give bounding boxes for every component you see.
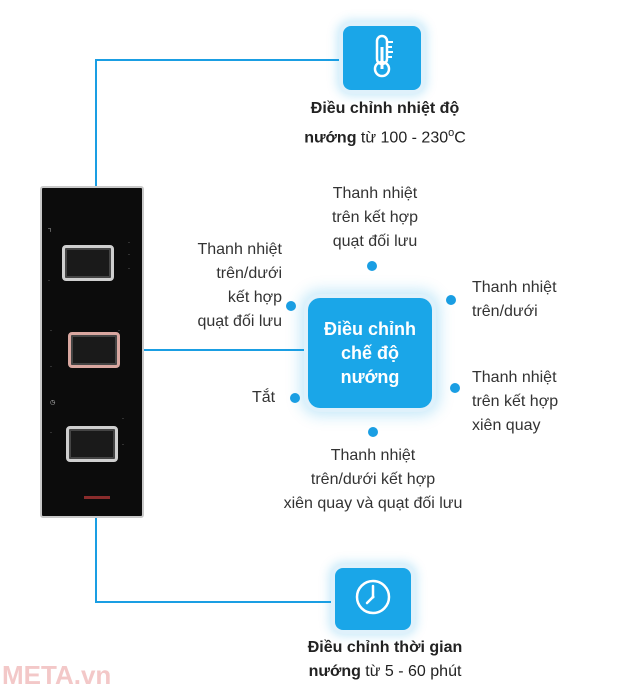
temperature-knob[interactable] (62, 245, 114, 281)
timer-tile (335, 568, 411, 630)
timer-caption: Điều chỉnh thời gian nướng từ 5 - 60 phú… (220, 636, 550, 684)
timer-connector-vertical (95, 446, 97, 602)
timer-title: Điều chỉnh thời gian (307, 639, 463, 656)
mode-title-line-2: chế độ (340, 343, 399, 363)
temp-dial-markings: · (128, 252, 130, 258)
mode-dial-markings: · (50, 364, 52, 370)
mode-top-fan-dot (367, 261, 377, 271)
mode-title-line-1: Điều chỉnh (323, 319, 416, 339)
brand-strip (84, 496, 110, 499)
temperature-tile (343, 26, 421, 90)
timer-title-cont: nướng (308, 663, 361, 680)
watermark-logo: META.vn (2, 660, 112, 690)
thermometer-icon (364, 33, 400, 84)
mode-connector-horizontal (118, 349, 308, 351)
timer-dial-markings: ◷ (50, 400, 56, 406)
mode-knob[interactable] (68, 332, 120, 368)
mode-dial-markings: · (118, 364, 120, 370)
mode-top-fan: Thanh nhiệt trên kết hợp quạt đối lưu (331, 185, 419, 250)
clock-icon (353, 577, 393, 622)
mode-top-bottom-fan: Thanh nhiệt trên/dưới kết hợp quạt đối l… (197, 241, 282, 330)
mode-off-dot (290, 393, 300, 403)
temp-dial-markings: · (128, 240, 130, 246)
temp-connector-horizontal (95, 59, 343, 61)
mode-off: Tắt (252, 389, 276, 406)
mode-all-combined-dot (368, 427, 378, 437)
timer-connector-horizontal (95, 601, 335, 603)
mode-top-bottom-dot (446, 295, 456, 305)
mode-dial-markings: · (118, 328, 120, 334)
mode-all-combined: Thanh nhiệt trên/dưới kết hợp xiên quay … (283, 447, 463, 512)
temp-dial-markings: ┐ (48, 226, 53, 232)
temp-connector-vertical (95, 59, 97, 259)
timer-knob[interactable] (66, 426, 118, 462)
temperature-caption: Điều chỉnh nhiệt độ nướng từ 100 - 230oC (240, 97, 530, 150)
mode-title-line-3: nướng (340, 367, 400, 387)
temp-dial-markings: · (48, 278, 50, 284)
degree-mark: o (448, 127, 455, 139)
mode-top-rotisserie-dot (450, 383, 460, 393)
temperature-range: từ 100 - 230 (356, 129, 449, 147)
temp-dial-markings: · (128, 266, 130, 272)
mode-selector-box: Điều chỉnh chế độ nướng (308, 298, 432, 408)
timer-dial-markings: · (122, 416, 124, 422)
mode-top-bottom-fan-dot (286, 301, 296, 311)
temperature-title-cont: nướng (304, 129, 357, 147)
mode-top-bottom: Thanh nhiệt trên/dưới (472, 279, 557, 320)
timer-range: từ 5 - 60 phút (360, 663, 462, 680)
mode-top-rotisserie: Thanh nhiệt trên kết hợp xiên quay (472, 369, 559, 434)
temperature-unit: C (454, 129, 466, 147)
timer-dial-markings: · (50, 430, 52, 436)
temperature-title: Điều chỉnh nhiệt độ (310, 100, 460, 117)
timer-dial-markings: · (122, 442, 124, 448)
mode-dial-markings: · (50, 328, 52, 334)
oven-control-panel: ┐ · · · · · · · · ◷ · · · (40, 186, 144, 518)
